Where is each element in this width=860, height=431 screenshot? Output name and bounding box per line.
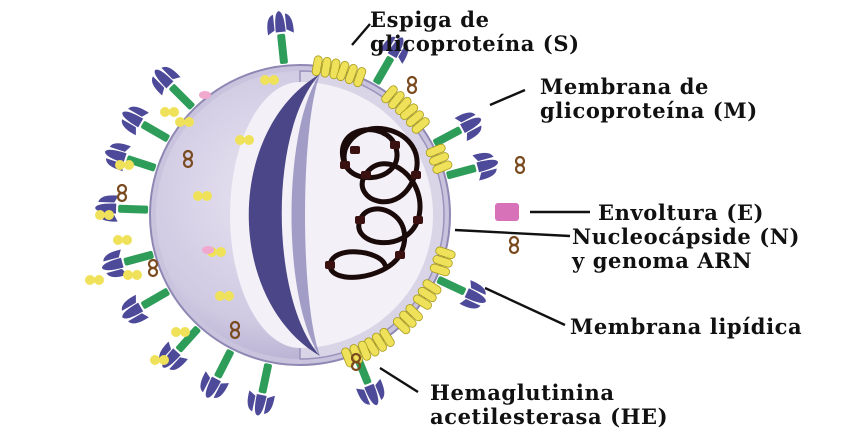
surface-protein-icon — [171, 327, 190, 337]
spike-glycoprotein-icon — [116, 280, 175, 329]
spike-glycoprotein-icon — [195, 344, 242, 403]
leader-he — [380, 368, 418, 392]
spike-glycoprotein-icon — [443, 149, 501, 188]
label-nucleocapsid: Nucleocápside (N) y genoma ARN — [572, 225, 800, 273]
leader-lipid — [485, 288, 565, 325]
label-he-line1: Hemaglutinina — [430, 381, 668, 405]
small-protein-icon — [199, 91, 211, 99]
he-protein-icon — [510, 237, 518, 253]
label-membrane-line2: glicoproteína (M) — [540, 99, 758, 123]
label-he-line2: acetilesterasa (HE) — [430, 405, 668, 429]
label-envelope: Envoltura (E) — [598, 201, 764, 225]
label-spike-line2: glicoproteína (S) — [370, 32, 580, 56]
label-membrane-glycoprotein: Membrana de glicoproteína (M) — [540, 75, 758, 123]
label-hemagglutinin: Hemaglutinina acetilesterasa (HE) — [430, 381, 668, 429]
spike-glycoprotein-icon — [245, 361, 282, 418]
surface-protein-icon — [113, 235, 132, 245]
label-envelope-text: Envoltura (E) — [598, 201, 764, 225]
spike-glycoprotein-icon — [266, 10, 298, 65]
envelope-protein-icon — [495, 203, 519, 221]
spike-glycoprotein-icon — [101, 139, 160, 180]
he-protein-icon — [408, 77, 416, 93]
membrane-protein-icon — [312, 55, 341, 79]
label-membrane-line1: Membrana de — [540, 75, 758, 99]
label-nucleocapsid-line2: y genoma ARN — [572, 249, 800, 273]
surface-protein-icon — [160, 107, 179, 117]
surface-protein-icon — [85, 275, 104, 285]
small-protein-icon — [202, 246, 214, 254]
leader-nucleocapsid — [455, 230, 570, 236]
he-protein-icon — [149, 260, 157, 276]
leader-membrane — [490, 90, 525, 105]
he-protein-icon — [118, 185, 126, 201]
label-lipid-text: Membrana lipídica — [570, 315, 802, 339]
leader-spike — [352, 24, 370, 45]
label-lipid-membrane: Membrana lipídica — [570, 315, 802, 339]
label-spike-glycoprotein: Espiga de glicoproteína (S) — [370, 8, 580, 56]
he-protein-icon — [516, 157, 524, 173]
surface-protein-icon — [115, 160, 134, 170]
label-nucleocapsid-line1: Nucleocápside (N) — [572, 225, 800, 249]
label-spike-line1: Espiga de — [370, 8, 580, 32]
surface-protein-icon — [123, 270, 142, 280]
